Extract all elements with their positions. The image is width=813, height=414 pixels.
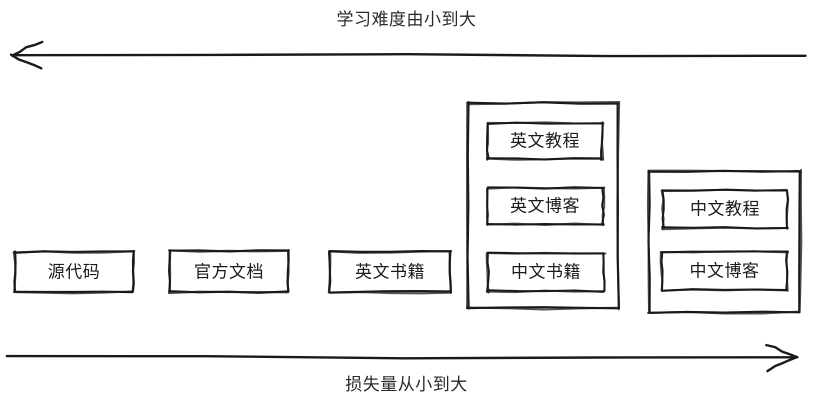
node-label-chinese-tutorial: 中文教程 [690,199,760,220]
node-chinese-blog[interactable] [659,250,789,292]
node-label-chinese-blog: 中文博客 [689,261,760,282]
group-english-group[interactable] [465,101,621,311]
node-chinese-books[interactable] [485,251,607,294]
node-label-official-docs: 官方文档 [194,262,264,282]
group-chinese-group[interactable] [646,168,803,315]
node-source-code[interactable] [12,249,136,295]
node-label-english-books: 英文书籍 [355,262,425,283]
node-english-blog[interactable] [485,186,606,227]
node-official-docs[interactable] [168,249,290,295]
bottom-axis-label: 损失量从小到大 [345,375,468,395]
node-label-english-tutorial: 英文教程 [510,131,580,152]
node-label-chinese-books: 中文书籍 [511,262,581,283]
node-english-books[interactable] [327,249,453,295]
node-english-tutorial[interactable] [485,121,605,161]
top-axis [9,40,807,70]
node-label-english-blog: 英文博客 [510,196,580,217]
node-chinese-tutorial[interactable] [660,188,790,231]
bottom-axis [5,343,799,373]
top-axis-label: 学习难度由小到大 [336,10,477,30]
node-label-source-code: 源代码 [47,262,101,283]
